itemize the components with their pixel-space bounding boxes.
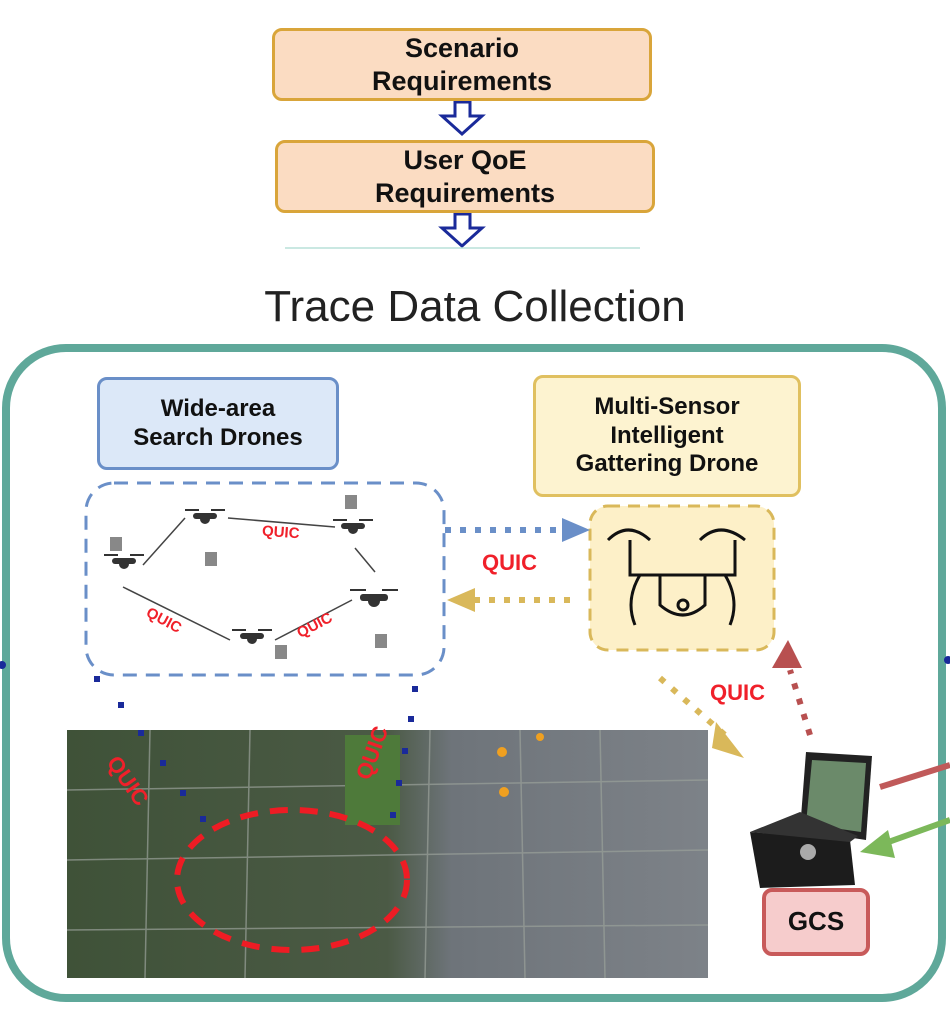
label-line: Gattering Drone xyxy=(575,450,759,478)
step-label: Requirements xyxy=(371,65,553,96)
label-line: Wide-area xyxy=(160,394,276,422)
ground-control-station-icon xyxy=(750,752,872,888)
step-label: Requirements xyxy=(374,177,556,208)
drone-icon xyxy=(104,509,398,644)
arrow-head-icon xyxy=(562,518,590,542)
quadcopter-icon xyxy=(606,528,746,626)
quic-label: QUIC xyxy=(710,680,765,705)
down-arrow-icon xyxy=(438,212,486,249)
trace-collection-frame xyxy=(2,344,946,1002)
dotted-link xyxy=(94,676,418,822)
label-line: Multi-Sensor xyxy=(594,392,740,420)
step-scenario-requirements: Scenario Requirements xyxy=(272,28,652,101)
multi-sensor-drone-label: Multi-Sensor Intelligent Gattering Drone xyxy=(533,375,801,497)
quic-label: QUIC xyxy=(482,550,537,575)
arrow-head-icon xyxy=(772,640,802,668)
step-label: Scenario xyxy=(404,33,520,64)
label-line: Intelligent xyxy=(610,421,724,449)
swarm-area xyxy=(84,481,446,677)
quic-label: QUIC xyxy=(261,522,301,543)
intelligent-drone-area xyxy=(588,504,776,652)
section-title: Trace Data Collection xyxy=(264,282,686,331)
arrow-head-icon xyxy=(447,588,475,612)
label-line: Search Drones xyxy=(133,423,303,451)
arrow-head-icon xyxy=(860,830,895,858)
step-label: User QoE xyxy=(403,145,527,176)
gcs-label: GCS xyxy=(762,888,870,956)
arrow-head-icon xyxy=(712,722,744,758)
mesh-links xyxy=(122,517,376,641)
search-area-ellipse xyxy=(174,807,410,953)
park-area xyxy=(345,735,400,825)
down-arrow-icon xyxy=(438,100,486,137)
wide-area-search-drones-label: Wide-area Search Drones xyxy=(97,377,339,470)
step-user-qoe-requirements: User QoE Requirements xyxy=(275,140,655,213)
